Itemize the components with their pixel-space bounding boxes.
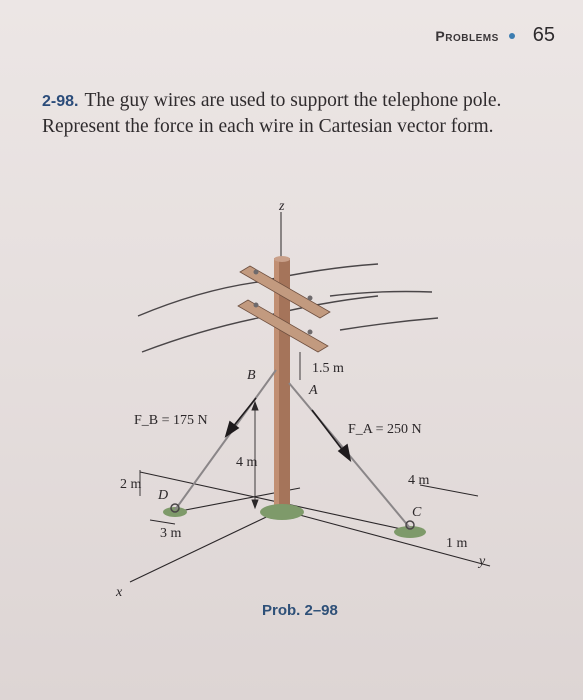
dim-1-5m: 1.5 m	[312, 361, 344, 376]
label-point-c: C	[412, 505, 422, 520]
dim-4m-vertical: 4 m	[236, 455, 258, 470]
anchor-c-pad	[394, 526, 426, 538]
page-number: 65	[532, 24, 555, 46]
label-z: z	[278, 199, 285, 214]
dimension-lines	[139, 352, 479, 525]
label-x: x	[115, 585, 123, 600]
label-y: y	[477, 554, 486, 569]
figure-caption: Prob. 2–98	[262, 602, 338, 619]
anchor-d-ring	[170, 503, 180, 513]
force-a-label: F_A = 250 N	[348, 422, 422, 437]
label-point-a: A	[308, 383, 318, 398]
dim-2m: 2 m	[120, 477, 142, 492]
dim-1m: 1 m	[446, 536, 468, 551]
pole-base-pad	[260, 504, 304, 520]
bullet-icon	[508, 32, 515, 39]
section-title: Problems	[435, 27, 499, 44]
problem-text: The guy wires are used to support the te…	[42, 90, 502, 137]
problem-number: 2-98.	[42, 93, 79, 110]
force-b-label: F_B = 175 N	[134, 413, 208, 428]
label-point-b: B	[247, 368, 256, 383]
ground-lines	[129, 471, 491, 583]
force-arrows	[224, 397, 352, 463]
dim-3m: 3 m	[160, 526, 182, 541]
running-head: Problems 65	[435, 24, 555, 47]
guy-wires	[174, 369, 411, 529]
problem-statement: 2-98.The guy wires are used to support t…	[42, 88, 562, 139]
label-point-d: D	[157, 488, 168, 503]
dim-4m-horizontal: 4 m	[408, 473, 430, 488]
anchor-c-ring	[405, 520, 415, 530]
cross-arms	[237, 265, 331, 353]
